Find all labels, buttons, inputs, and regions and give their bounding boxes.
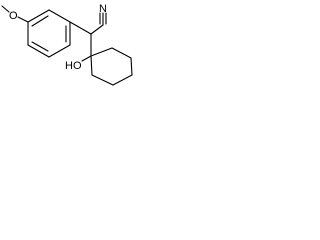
bond-ring-central-carbon	[69, 21, 92, 35]
bond-cyclohexane-3	[130, 57, 133, 76]
bond-oxygen-ring	[17, 16, 29, 23]
bond-ring-inner-3	[31, 41, 49, 52]
bond-ring-4	[48, 44, 71, 58]
bond-cyclohexane-4	[112, 74, 133, 86]
bond-ring-5	[27, 44, 50, 58]
atom-label-nitrile-nitrogen: N	[99, 3, 107, 15]
bond-cyclohexane-2	[111, 47, 132, 59]
bond-cyclohexane-6	[90, 55, 93, 76]
bond-ring-inner-1	[31, 15, 49, 27]
bond-cyclohexane-1	[90, 47, 113, 57]
bond-ring-1	[27, 9, 50, 23]
atom-label-hydroxyl: HO	[65, 60, 82, 72]
structure-diagram: O N HO	[1, 3, 133, 86]
bond-ring-2	[48, 9, 71, 23]
bond-central-nitrile-carbon	[90, 24, 104, 35]
bond-methyl-oxygen	[1, 5, 10, 13]
bond-hydroxyl	[81, 55, 92, 62]
atom-label-methoxy-oxygen: O	[9, 10, 18, 22]
bond-cyclohexane-5	[91, 74, 114, 86]
